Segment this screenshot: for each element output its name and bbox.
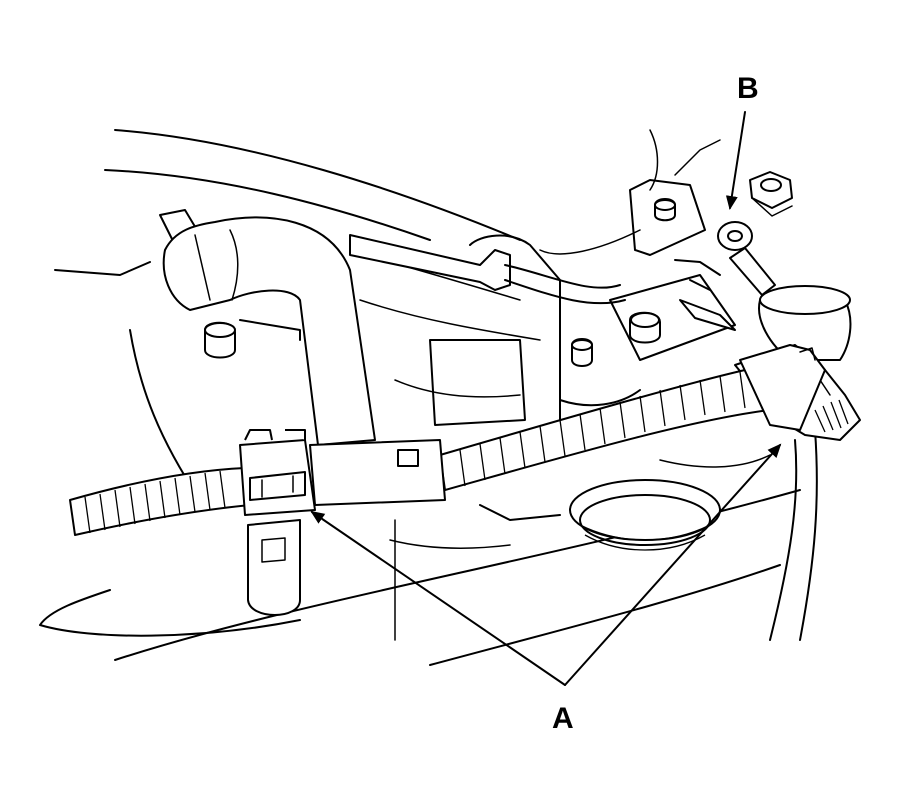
engine-housing — [429, 234, 641, 426]
callout-a-leader-right — [564, 443, 782, 686]
vacuum-pipe — [349, 234, 626, 305]
callout-b-label: B — [737, 72, 759, 105]
callout-a-leader-left — [310, 510, 566, 686]
callout-a-label: A — [552, 702, 574, 735]
harness-clip-left — [239, 429, 446, 616]
engine-background-outlines — [39, 129, 818, 666]
wiring-harness — [69, 369, 771, 536]
harness-clip-right — [739, 344, 826, 431]
radiator-hose — [162, 216, 376, 446]
pulley — [479, 454, 771, 551]
callout-leaders — [310, 111, 782, 686]
ground-bracket — [609, 179, 736, 361]
callout-b-leader — [725, 111, 746, 210]
ground-terminal — [717, 171, 793, 296]
